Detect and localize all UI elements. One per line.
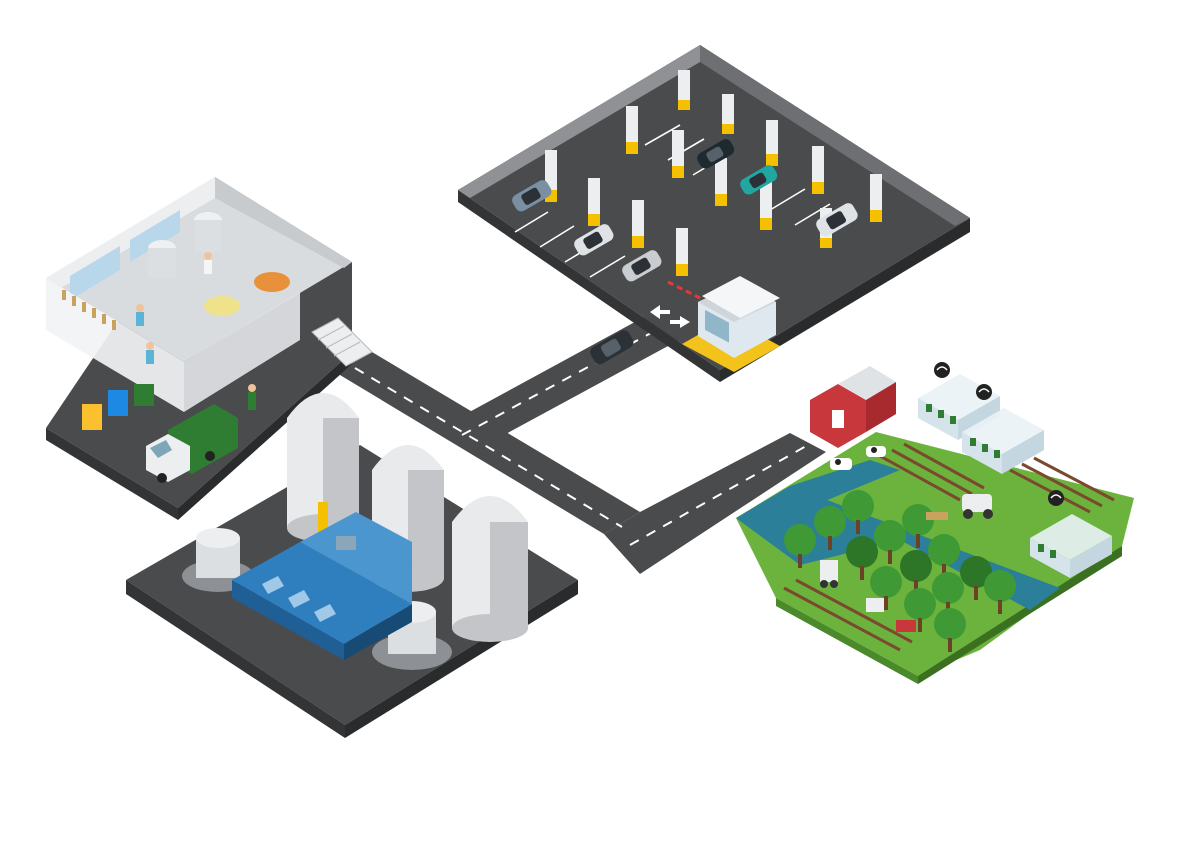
food-processing-plant — [46, 177, 373, 520]
waste-bins — [82, 384, 154, 430]
car — [740, 165, 778, 195]
workers — [136, 252, 212, 364]
silo-ground-edge-left — [126, 580, 345, 738]
tree — [960, 556, 992, 600]
wifi-icon — [1048, 490, 1064, 506]
pillar — [870, 174, 882, 222]
blue-bin — [108, 390, 128, 416]
plant-ground-edge — [46, 428, 178, 520]
tree — [934, 608, 966, 652]
cow — [830, 458, 852, 470]
parking-garage — [458, 45, 970, 382]
tree — [842, 490, 874, 534]
yellow-bin — [82, 404, 102, 430]
tree — [874, 520, 906, 564]
sanitation-worker — [248, 384, 256, 410]
smart-farm — [736, 362, 1134, 684]
pillar — [766, 120, 778, 166]
industrial-silos — [126, 393, 578, 738]
plant-ground-edge-right — [178, 352, 352, 520]
gate-barrier — [667, 280, 701, 300]
orchard — [784, 490, 1016, 652]
road-network — [335, 304, 826, 574]
plant-stairs — [311, 317, 373, 367]
processing-tanks — [148, 212, 290, 316]
pillar — [588, 178, 600, 226]
tree — [984, 570, 1016, 614]
footbridge — [926, 512, 948, 520]
garbage-truck — [146, 404, 238, 483]
green-bin — [134, 384, 154, 406]
wifi-icons — [934, 362, 1064, 506]
car — [622, 250, 662, 282]
pillar — [632, 200, 644, 248]
parking-floor-edge-right — [720, 218, 970, 382]
pillar — [715, 158, 727, 206]
tree — [784, 524, 816, 568]
parking-wall-back-right — [700, 45, 970, 226]
wifi-icon — [976, 384, 992, 400]
parked-cars — [512, 139, 858, 365]
farm-robots — [820, 494, 993, 632]
tree — [928, 534, 960, 578]
car — [590, 330, 634, 365]
wifi-icon — [934, 362, 950, 378]
crop-rows — [783, 442, 1115, 652]
car — [816, 203, 858, 237]
lane-mark-farm — [629, 444, 809, 546]
autonomous-tractor — [962, 494, 993, 519]
factory-building — [232, 512, 412, 660]
plant-wall-left — [46, 177, 215, 292]
silo — [452, 496, 528, 642]
barn — [810, 366, 896, 448]
tree — [900, 550, 932, 594]
direction-arrows — [650, 305, 690, 328]
farm-ground-edge — [776, 598, 918, 684]
red-robot — [896, 620, 916, 632]
lane-mark-main — [354, 367, 623, 528]
tree — [870, 566, 902, 610]
mower-robot — [866, 598, 884, 612]
pillar — [812, 146, 824, 194]
pillar — [672, 130, 684, 178]
river-channel — [790, 460, 900, 508]
parking-floor-edge-left — [458, 190, 720, 382]
greenhouse — [1030, 514, 1112, 578]
car — [697, 139, 735, 169]
car — [512, 180, 552, 212]
factory-vent — [336, 536, 356, 550]
road-segment-to-farm — [604, 433, 826, 574]
tree — [846, 536, 878, 580]
road-segment-to-parking — [440, 304, 705, 449]
parking-wall-back-left — [458, 45, 700, 198]
silo — [287, 393, 359, 542]
plant-glass-front — [46, 278, 184, 412]
pillar — [760, 182, 772, 230]
tree — [904, 588, 936, 632]
plant-glass-side — [184, 292, 300, 412]
security-booth — [682, 276, 780, 372]
cows — [830, 446, 886, 470]
pillar — [676, 228, 688, 276]
greenhouse — [962, 408, 1044, 474]
pillar — [626, 106, 638, 154]
plant-wall-right — [215, 177, 352, 268]
tree — [814, 506, 846, 550]
car — [574, 224, 614, 256]
bottling-line — [62, 290, 116, 330]
harvest-robot — [820, 560, 838, 588]
pillar — [678, 70, 690, 110]
farm-ground-edge-right — [918, 546, 1122, 684]
cow — [866, 446, 886, 457]
pillar — [722, 94, 734, 134]
